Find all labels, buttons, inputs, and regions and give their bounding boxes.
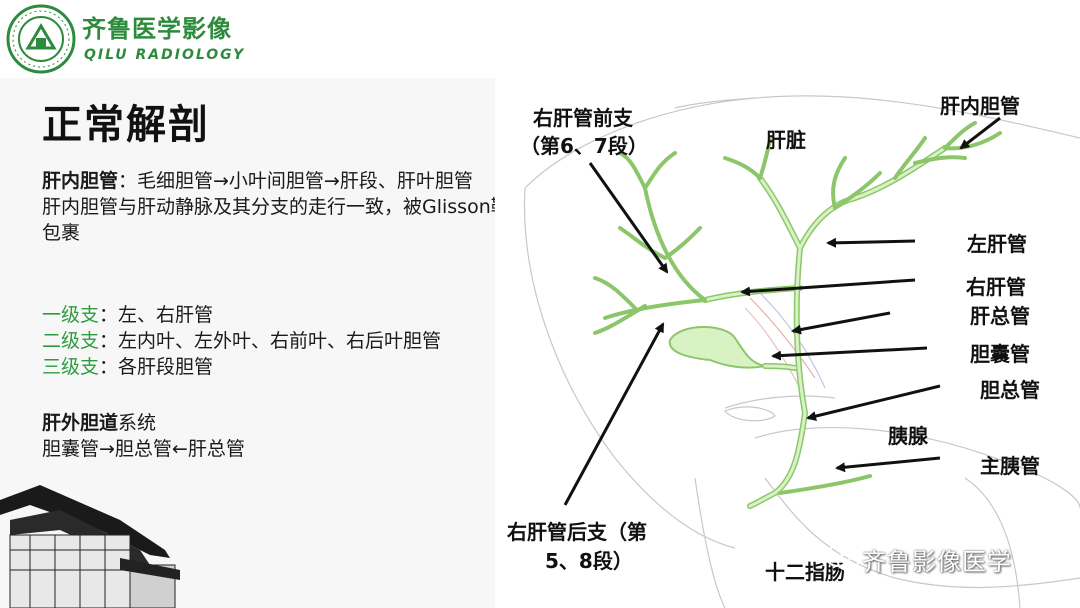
label-cystic-duct: 胆囊管 (970, 342, 1030, 366)
branch-level-label: 三级支 (42, 356, 100, 378)
extrahepatic-line1: 肝外胆道系统 (42, 410, 522, 436)
intrahepatic-chain: ：毛细胆管→小叶间胆管→肝段、肝叶胆管 (118, 170, 473, 192)
label-main-pancreatic-duct: 主胰管 (980, 454, 1040, 478)
intrahepatic-heading: 肝内胆管 (42, 170, 119, 192)
label-common-hepatic-duct: 肝总管 (970, 304, 1030, 328)
label-right-anterior-segments: （第6、7段） (520, 134, 648, 158)
watermark-text: 齐鲁影像医学 (862, 548, 1012, 576)
gallbladder-shape (668, 326, 766, 369)
brand-name-en: QILU RADIOLOGY (84, 47, 246, 63)
brand-name-cn: 齐鲁医学影像 (82, 15, 232, 43)
branch-level-label: 二级支 (42, 330, 100, 352)
label-right-posterior-branch: 右肝管后支（第 (507, 520, 647, 544)
logo-emblem (6, 4, 76, 74)
extrahepatic-section: 肝外胆道系统 胆囊管→胆总管←肝总管 (42, 410, 522, 462)
branch-level-desc: ：左、右肝管 (99, 304, 214, 326)
branch-level-label: 一级支 (42, 304, 100, 326)
branch-level-3: 三级支：各肝段胆管 (42, 354, 522, 380)
branch-levels: 一级支：左、右肝管 二级支：左内叶、左外叶、右前叶、右后叶胆管 三级支：各肝段胆… (42, 302, 522, 380)
intrahepatic-section: 肝内胆管：毛细胆管→小叶间胆管→肝段、肝叶胆管 肝内胆管与肝动静脉及其分支的走行… (42, 168, 522, 246)
label-intrahepatic-duct: 肝内胆管 (940, 94, 1020, 118)
pointer-arrows (563, 116, 1001, 506)
vessels (744, 292, 826, 399)
wechat-icon (825, 545, 859, 571)
header-bar: 齐鲁医学影像 QILU RADIOLOGY (0, 0, 1080, 80)
biliary-anatomy-diagram (523, 95, 1080, 608)
bile-duct-tree (593, 121, 1002, 509)
label-left-hepatic-duct: 左肝管 (967, 232, 1027, 256)
label-right-hepatic-duct: 右肝管 (966, 275, 1026, 299)
label-right-anterior-branch: 右肝管前支 (533, 106, 633, 130)
extrahepatic-heading: 肝外胆道 (42, 412, 119, 434)
building-illustration (0, 485, 180, 608)
page-title: 正常解剖 (42, 102, 210, 148)
branch-level-2: 二级支：左内叶、左外叶、右前叶、右后叶胆管 (42, 328, 522, 354)
label-common-bile-duct: 胆总管 (980, 378, 1040, 402)
extrahepatic-heading-rest: 系统 (118, 412, 157, 434)
branch-level-desc: ：各肝段胆管 (99, 356, 214, 378)
label-liver: 肝脏 (766, 128, 806, 152)
branch-level-1: 一级支：左、右肝管 (42, 302, 522, 328)
intrahepatic-line1: 肝内胆管：毛细胆管→小叶间胆管→肝段、肝叶胆管 (42, 168, 522, 194)
intrahepatic-line2: 肝内胆管与肝动静脉及其分支的走行一致，被Glisson鞘包裹 (42, 196, 510, 244)
label-pancreas: 胰腺 (888, 424, 928, 448)
label-right-posterior-segments: 5、8段） (545, 549, 633, 573)
branch-level-desc: ：左内叶、左外叶、右前叶、右后叶胆管 (99, 330, 442, 352)
extrahepatic-line2: 胆囊管→胆总管←肝总管 (42, 438, 245, 460)
